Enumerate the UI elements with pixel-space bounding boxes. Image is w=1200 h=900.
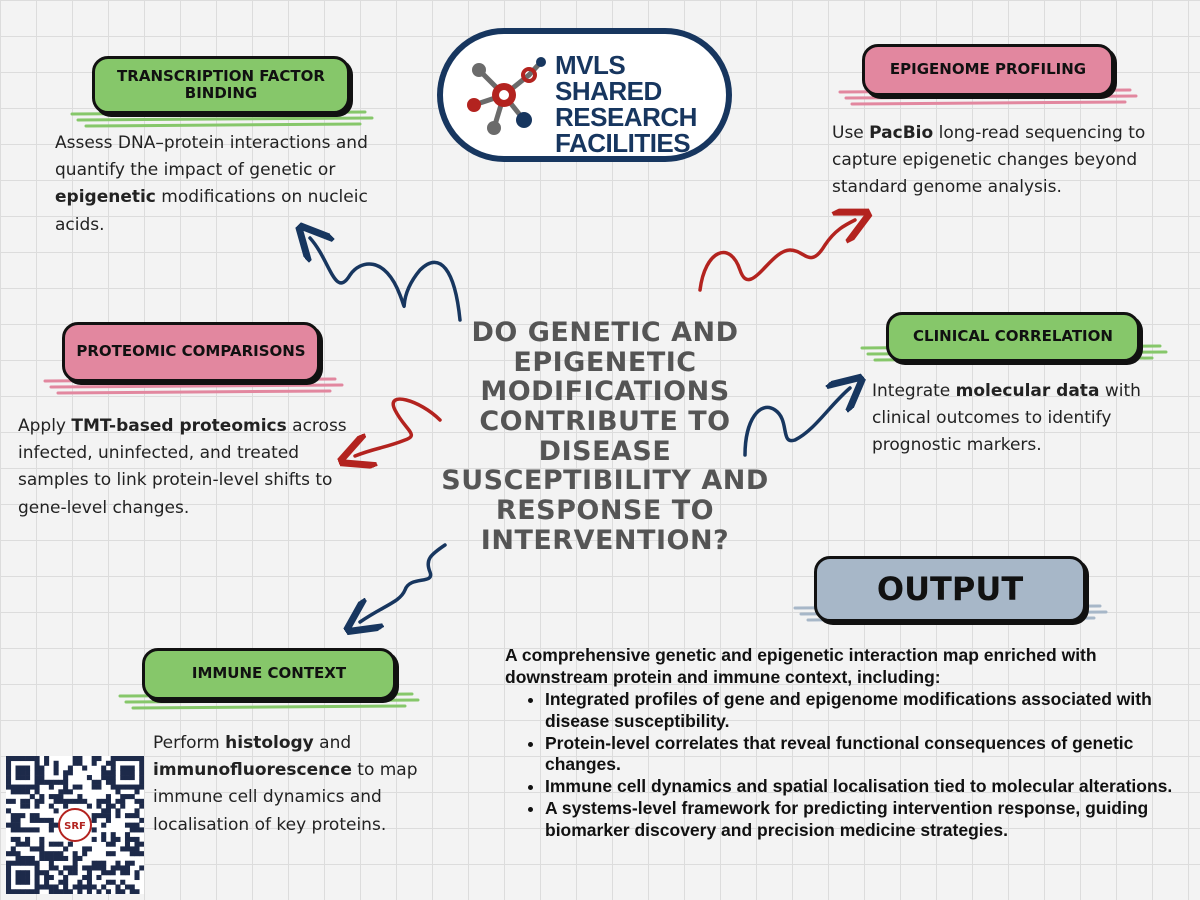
output-bullet-list: Integrated profiles of gene and epigenom… [505, 689, 1195, 842]
description-text: Assess DNA–protein interactions and quan… [55, 133, 368, 181]
arrow-to-epigenome [698, 220, 855, 292]
srf-badge-icon [58, 808, 92, 842]
output-intro: A comprehensive genetic and epigenetic i… [505, 645, 1097, 687]
qr-pattern: SRF [6, 756, 145, 895]
description-text: with clinical outcomes to identify progn… [872, 381, 1141, 456]
output-bullet: Protein-level correlates that reveal fun… [545, 733, 1195, 777]
central-question: Do genetic and epigenetic modifications … [441, 317, 769, 556]
mvls-srf-logo: MVLS SHARED RESEARCH FACILITIES [437, 28, 732, 162]
arrow-to-clinical [743, 388, 850, 457]
description-text: long-read sequencing to capture epigenet… [832, 123, 1146, 198]
srf-badge-text: SRF [64, 821, 86, 832]
output-label: Output [814, 556, 1086, 622]
proteomic-comparisons-description: Apply TMT-based proteomics across infect… [18, 413, 348, 522]
output-bullet: A systems-level framework for predicting… [545, 798, 1195, 842]
logo-line: FACILITIES [555, 128, 691, 158]
description-text: Apply [18, 416, 72, 436]
output-bullet: Integrated profiles of gene and epigenom… [545, 689, 1195, 733]
clinical-correlation-description: Integrate molecular data with clinical o… [872, 378, 1172, 460]
description-emphasis: PacBio [869, 123, 934, 143]
description-text: Integrate [872, 381, 956, 401]
immune-context-description: Perform histology and immunofluorescence… [153, 730, 423, 839]
output-summary: A comprehensive genetic and epigenetic i… [505, 645, 1195, 842]
arrow-to-tf-binding [310, 238, 462, 322]
description-text: Use [832, 123, 870, 143]
description-emphasis: molecular data [955, 381, 1100, 401]
description-emphasis: immunofluorescence [153, 760, 352, 781]
tf-binding-label: Transcription Factor Binding [92, 56, 350, 114]
description-emphasis: epigenetic [55, 187, 156, 208]
tf-binding-description: Assess DNA–protein interactions and quan… [55, 130, 390, 239]
description-emphasis: TMT-based proteomics [71, 416, 287, 436]
arrow-to-proteomic [355, 397, 442, 456]
description-text: across infected, uninfected, and treated… [18, 416, 347, 518]
description-text: modifications on nucleic acids. [55, 187, 368, 235]
logo-line: MVLS [555, 50, 626, 80]
arrow-to-immune [360, 543, 447, 622]
epigenome-profiling-label: Epigenome Profiling [862, 44, 1114, 96]
logo-text: MVLS SHARED RESEARCH FACILITIES [555, 52, 697, 156]
output-bullet: Immune cell dynamics and spatial localis… [545, 776, 1195, 798]
description-text: to map immune cell dynamics and localisa… [153, 760, 418, 835]
epigenome-profiling-description: Use PacBio long-read sequencing to captu… [832, 120, 1172, 202]
logo-line: RESEARCH [555, 102, 697, 132]
description-emphasis: histology [225, 733, 314, 753]
logo-line: SHARED [555, 76, 662, 106]
description-text: and [313, 733, 352, 753]
qr-code[interactable]: SRF [6, 756, 145, 895]
immune-context-label: Immune Context [142, 648, 396, 700]
proteomic-comparisons-label: Proteomic Comparisons [62, 322, 320, 382]
description-text: Perform [153, 733, 226, 753]
clinical-correlation-label: Clinical Correlation [886, 312, 1140, 362]
network-icon [467, 57, 546, 135]
